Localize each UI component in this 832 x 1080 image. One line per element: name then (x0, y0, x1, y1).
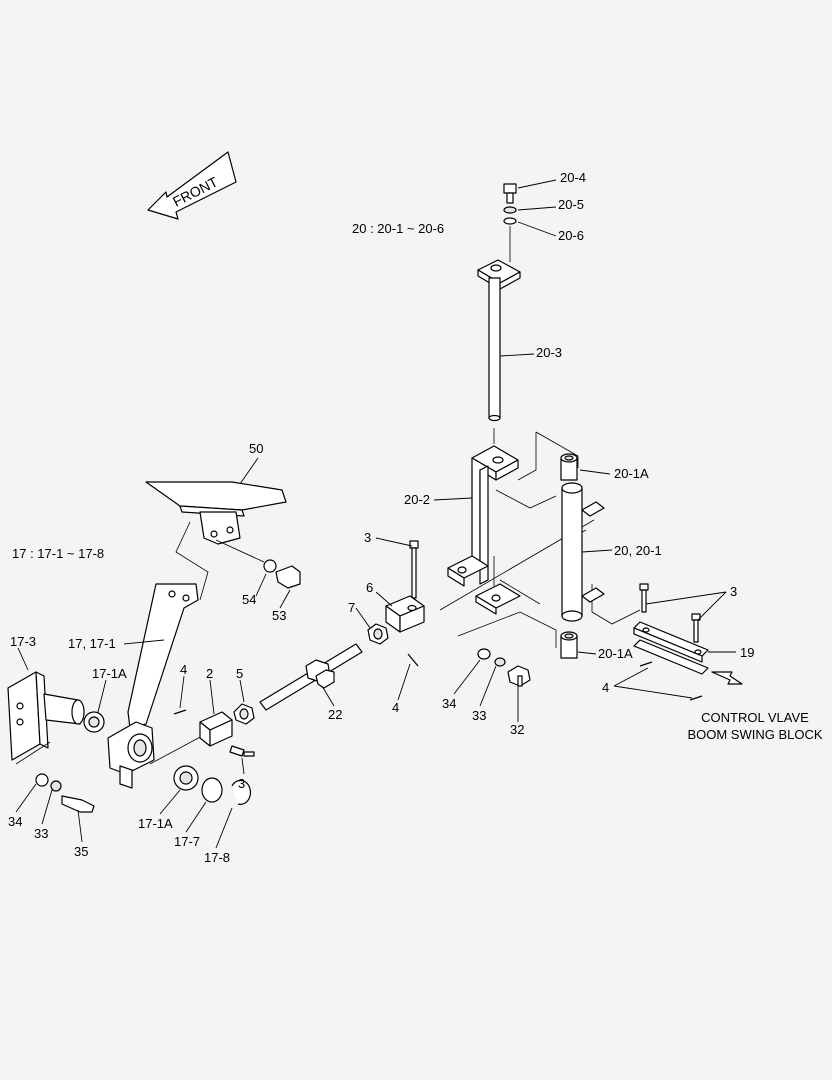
bracket-20-2 (447, 445, 521, 615)
label-20-4: 20-4 (560, 170, 586, 185)
washer-17-7 (201, 777, 223, 803)
label-17-3: 17-3 (10, 634, 36, 649)
label-33-left: 33 (34, 826, 48, 841)
pin-4-left (173, 709, 187, 715)
pin-4-right-a (639, 661, 653, 667)
label-5: 5 (236, 666, 243, 681)
label-3-right: 3 (730, 584, 737, 599)
bolt-53 (275, 565, 301, 589)
label-20-3: 20-3 (536, 345, 562, 360)
label-33-middle: 33 (472, 708, 486, 723)
label-20-5: 20-5 (558, 197, 584, 212)
clevis-6 (385, 595, 425, 633)
label-34-left: 34 (8, 814, 22, 829)
label-17-1A-top: 17-1A (92, 666, 127, 681)
washer-33-middle (494, 657, 506, 667)
washer-54 (263, 559, 277, 573)
front-arrow-icon: FRONT (147, 151, 237, 220)
bolt-20-4 (503, 183, 517, 204)
washer-34-middle (477, 648, 491, 660)
label-17-8: 17-8 (204, 850, 230, 865)
destination-line-2: BOOM SWING BLOCK (687, 727, 822, 742)
label-3-lower: 3 (238, 776, 245, 791)
bushing-20-1A-top (560, 453, 578, 481)
group-note-17: 17 : 17-1 ~ 17-8 (12, 546, 104, 561)
washer-20-6 (503, 217, 517, 225)
label-22: 22 (328, 707, 342, 722)
label-20-6: 20-6 (558, 228, 584, 243)
label-4-left: 4 (180, 662, 187, 677)
bolts-3-right (639, 583, 701, 643)
washer-34-left (35, 773, 49, 787)
label-54: 54 (242, 592, 256, 607)
label-20-2: 20-2 (404, 492, 430, 507)
label-4-right: 4 (602, 680, 609, 695)
label-17-1A-bottom: 17-1A (138, 816, 173, 831)
leader-lines (15, 179, 736, 849)
clevis-2 (199, 711, 233, 747)
group-note-20: 20 : 20-1 ~ 20-6 (352, 221, 444, 236)
link-plates-19 (633, 621, 709, 675)
bolt-32 (507, 665, 531, 687)
label-20-1A-bottom: 20-1A (598, 646, 633, 661)
label-20-1A-top: 20-1A (614, 466, 649, 481)
label-7: 7 (348, 600, 355, 615)
label-35: 35 (74, 844, 88, 859)
label-19: 19 (740, 645, 754, 660)
destination-line-1: CONTROL VLAVE (701, 710, 809, 725)
bolt-35 (61, 795, 95, 813)
bolt-3-lower (229, 745, 255, 757)
pin-4-middle (407, 653, 419, 667)
label-32: 32 (510, 722, 524, 737)
bushing-20-1A-bottom (560, 631, 578, 659)
rod-20-3 (477, 259, 521, 422)
bushing-17-1A-top (83, 711, 105, 733)
bolt-3-middle (409, 540, 419, 599)
bushing-17-1A-bottom (173, 765, 199, 791)
label-17-17-1: 17, 17-1 (68, 636, 116, 651)
label-17-7: 17-7 (174, 834, 200, 849)
threaded-rod-22 (259, 643, 363, 711)
label-4-middle: 4 (392, 700, 399, 715)
label-2: 2 (206, 666, 213, 681)
label-34-middle: 34 (442, 696, 456, 711)
washer-33-left (50, 780, 62, 792)
nut-7 (367, 623, 389, 645)
pedal-50 (145, 481, 287, 545)
label-53: 53 (272, 608, 286, 623)
label-50: 50 (249, 441, 263, 456)
label-3-middle: 3 (364, 530, 371, 545)
direction-arrow-icon (711, 671, 743, 685)
washer-20-5 (503, 206, 517, 214)
base-plate-17-3 (7, 671, 85, 761)
pin-4-right-b (689, 695, 703, 701)
label-20-20-1: 20, 20-1 (614, 543, 662, 558)
nut-5 (233, 703, 255, 725)
snap-ring-17-8 (231, 779, 252, 805)
label-6: 6 (366, 580, 373, 595)
pedal-arm-17 (107, 583, 199, 789)
